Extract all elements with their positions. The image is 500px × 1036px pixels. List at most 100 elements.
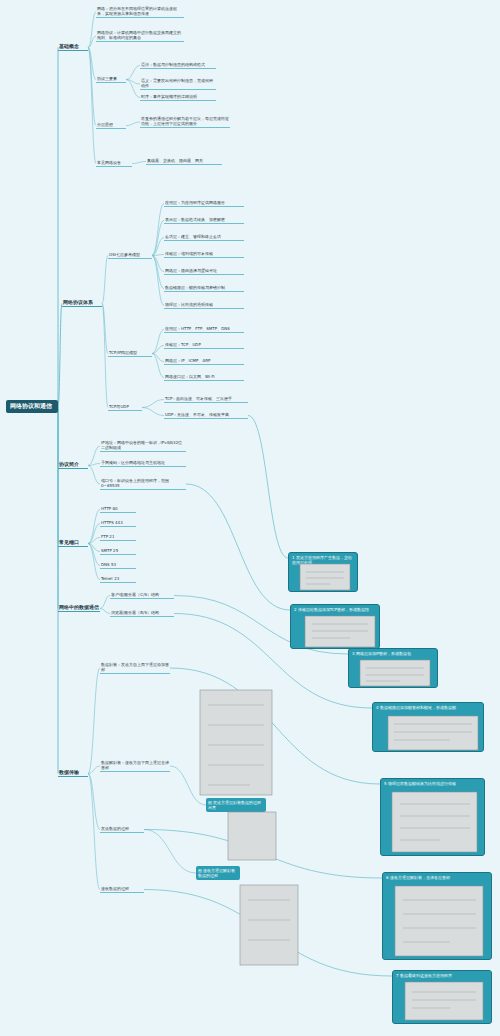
sub-topic: 传输层：TCP、UDP — [164, 342, 244, 349]
branch-connector — [152, 256, 164, 289]
node-text: 图 发送方逐层封装数据的过程示意 — [208, 800, 264, 810]
node-text: 图 接收方逐层解封装数据的过程 — [198, 868, 238, 878]
branch-connector — [88, 774, 100, 830]
sub-topic: FTP 21 — [100, 534, 136, 541]
node-text: 网络协议和通信 — [10, 403, 54, 410]
branch-connector — [88, 524, 100, 544]
node-text: 发送数据的过程 — [101, 826, 143, 831]
node-text: OSI七层参考模型 — [109, 252, 151, 257]
node-text: 客户端/服务器（C/S）结构 — [111, 592, 173, 597]
branch-connector — [152, 330, 164, 354]
node-text: 传输层：端到端的可靠传输 — [165, 251, 243, 256]
sub-topic: 数据封装：发送方自上而下逐层添加首部 — [100, 662, 170, 674]
branch-topic: 数据传输 — [58, 770, 88, 777]
photo-detail — [248, 900, 290, 940]
node-text: 浏览器/服务器（B/S）结构 — [111, 610, 173, 615]
node-text: 会话层：建立、管理和终止会话 — [165, 234, 243, 239]
node-text: TCP：面向连接、可靠传输、三次握手 — [165, 396, 247, 401]
node-text: 表示层：数据格式转换、加密解密 — [165, 217, 243, 222]
sub-topic: 表示层：数据格式转换、加密解密 — [164, 217, 244, 224]
node-text: 传输层：TCP、UDP — [165, 342, 243, 347]
node-text: 网络层：IP、ICMP、ARP — [165, 358, 243, 363]
sub-topic: 应用层：为应用程序提供网络服务 — [164, 200, 244, 207]
branch-topic: 常见端口 — [58, 540, 88, 547]
branch-connector — [248, 416, 288, 559]
sub-topic: 端口号：标识设备上的应用程序，范围0~65535 — [100, 478, 186, 490]
node-text: 网络中的数据通信 — [59, 605, 99, 610]
sub-topic: 数据解封装：接收方自下而上逐层去掉首部 — [100, 760, 170, 772]
branch-connector — [186, 484, 290, 610]
node-text: HTTP 80 — [101, 506, 135, 511]
branch-connector — [58, 304, 62, 407]
node-text: 时序：事件实现顺序的详细说明 — [141, 94, 215, 99]
branch-connector — [126, 80, 140, 85]
node-text: 5 物理层将数据帧转换为比特流进行传输 — [384, 781, 481, 786]
sub-topic: Telnet 23 — [100, 576, 136, 583]
sub-topic: 时序：事件实现顺序的详细说明 — [140, 94, 216, 101]
branch-topic: 网络协议体系 — [62, 300, 102, 307]
branch-connector — [142, 400, 164, 408]
sub-topic: 网络：把分布在不同地理位置的计算机连接起来，实现资源共享和信息传递 — [96, 6, 184, 18]
branch-connector — [152, 238, 164, 256]
image-panel: 7 数据最终到达接收方应用程序 — [392, 970, 492, 1024]
sub-topic: 分层思想 — [96, 122, 126, 129]
node-text: SMTP 25 — [101, 548, 135, 553]
node-text: Telnet 23 — [101, 576, 135, 581]
branch-connector — [88, 446, 100, 466]
branch-connector — [126, 66, 140, 80]
sub-topic: 将复杂的通信过程分解为若干层次，每层完成特定功能，上层使用下层提供的服务 — [140, 116, 230, 128]
branch-connector — [88, 510, 100, 544]
branch-connector — [126, 122, 140, 126]
branch-connector — [88, 668, 100, 774]
node-text: 子网掩码：区分网络地址与主机地址 — [101, 460, 185, 465]
sub-topic: 数据链路层：帧的传输与差错控制 — [164, 285, 244, 292]
sub-topic: OSI七层参考模型 — [108, 252, 152, 259]
node-text: TCP/IP四层模型 — [109, 350, 151, 355]
branch-connector — [144, 830, 382, 879]
node-text: 数据封装：发送方自上而下逐层添加首部 — [101, 662, 169, 672]
branch-connector — [152, 346, 164, 354]
branch-connector — [88, 48, 96, 126]
node-text: FTP 21 — [101, 534, 135, 539]
sub-topic: IP地址：网络中设备的唯一标识，IPv4由32位二进制组成 — [100, 440, 186, 452]
node-text: 端口号：标识设备上的应用程序，范围0~65535 — [101, 478, 185, 488]
node-text: 4 数据链路层添加帧首部和帧尾，形成数据帧 — [376, 705, 480, 710]
node-text: 3 网络层添加IP首部，形成数据包 — [352, 651, 434, 656]
sub-topic: DNS 53 — [100, 562, 136, 569]
branch-connector — [88, 538, 100, 544]
branch-connector — [88, 544, 100, 552]
node-text: 集线器、交换机、路由器、网关 — [147, 158, 221, 163]
node-text: 网络协议：计算机网络中进行数据交换而建立的规则、标准或约定的集合 — [97, 30, 183, 40]
caption-box: 图 发送方逐层封装数据的过程示意 — [206, 798, 266, 812]
node-text: 7 数据最终到达接收方应用程序 — [396, 973, 488, 978]
sub-topic: 语义：需要发出何种控制信息，完成何种动作 — [140, 78, 216, 90]
node-text: 网络协议体系 — [63, 300, 101, 305]
branch-connector — [102, 256, 108, 304]
sub-topic: 网络协议：计算机网络中进行数据交换而建立的规则、标准或约定的集合 — [96, 30, 184, 42]
sub-topic: 协议三要素 — [96, 76, 126, 83]
branch-connector — [152, 354, 164, 378]
sub-topic: SMTP 25 — [100, 548, 136, 555]
branch-connector — [58, 407, 59, 544]
node-text: 数据链路层：帧的传输与差错控制 — [165, 285, 243, 290]
sub-topic: HTTPS 443 — [100, 520, 136, 527]
node-text: 数据解封装：接收方自下而上逐层去掉首部 — [101, 760, 169, 770]
image-panel: 5 物理层将数据帧转换为比特流进行传输 — [380, 778, 485, 856]
branch-connector — [152, 255, 164, 256]
image-panel: 1 发送方应用程序产生数据，交给应用层处理 — [288, 552, 358, 592]
branch-topic: 基础概念 — [58, 44, 88, 51]
branch-connector — [144, 890, 392, 977]
sub-topic: 网络接口层：以太网、Wi-Fi — [164, 374, 244, 381]
sub-topic: TCP与UDP — [108, 404, 142, 411]
node-text: 语义：需要发出何种控制信息，完成何种动作 — [141, 78, 215, 88]
node-text: 常见端口 — [59, 540, 87, 545]
branch-connector — [132, 162, 146, 164]
node-text: 物理层：比特流的透明传输 — [165, 302, 243, 307]
node-text: 语法：数据与控制信息的结构或格式 — [141, 62, 215, 67]
sub-topic: 语法：数据与控制信息的结构或格式 — [140, 62, 216, 69]
sub-topic: TCP：面向连接、可靠传输、三次握手 — [164, 396, 248, 403]
photo — [228, 812, 276, 860]
node-text: 网络接口层：以太网、Wi-Fi — [165, 374, 243, 379]
node-text: UDP：无连接、不可靠、传输效率高 — [165, 412, 247, 417]
sub-topic: 常见网络设备 — [96, 160, 132, 167]
